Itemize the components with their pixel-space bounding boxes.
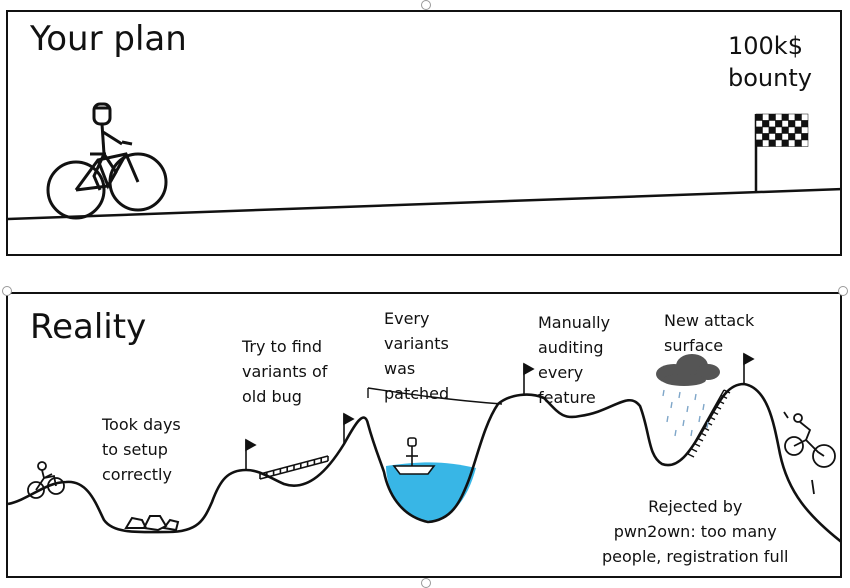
scan-mark [838, 286, 848, 296]
reality-title: Reality [30, 307, 147, 347]
rope-line [367, 387, 503, 405]
stage-setup-label: Took days to setup correctly [102, 415, 181, 484]
summit-flag-icon [245, 438, 257, 470]
rain-drop [702, 403, 705, 411]
cyclist-icon [46, 102, 168, 220]
stage-variants-label: Try to find variants of old bug [242, 337, 328, 406]
rain-drop [694, 393, 697, 401]
summit-flag-icon [523, 362, 535, 394]
rain-drop [678, 391, 681, 399]
stage-attack-surface-label: New attack surface [664, 311, 755, 355]
rain-drop [686, 405, 689, 413]
rain-drop [682, 419, 685, 427]
stage-patched-label: Every variants was patched [384, 309, 450, 403]
plan-panel: Your plan 100k$ bounty [6, 10, 842, 256]
boat-icon [392, 437, 436, 475]
summit-flag-icon [743, 352, 755, 384]
stage-auditing-label: Manually auditing every feature [538, 313, 611, 407]
plan-title: Your plan [30, 19, 187, 59]
scan-mark [2, 286, 12, 296]
ladder-icon [687, 389, 731, 458]
rope-bridge-icon [259, 455, 329, 480]
rain-drop [706, 421, 709, 429]
plan-drawing [8, 102, 840, 221]
rain-cloud-icon [656, 354, 720, 386]
rain-drop [698, 415, 701, 423]
plan-road [8, 187, 840, 221]
rain-drop [662, 389, 665, 397]
rain-drop [670, 401, 673, 409]
checkered-flag-icon [754, 113, 809, 192]
water-pool [386, 462, 476, 521]
summit-flag-icon [343, 412, 355, 444]
rain-drop [690, 429, 693, 437]
reality-panel: Reality [6, 292, 842, 578]
scan-mark [421, 578, 431, 588]
small-cyclist-icon [27, 461, 65, 499]
reality-drawing [8, 352, 840, 543]
rain-drop [674, 429, 677, 437]
scan-mark [421, 0, 431, 10]
crashed-cyclist-icon [783, 411, 836, 495]
rain-drop [666, 415, 669, 423]
bounty-label: 100k$ bounty [728, 32, 812, 92]
stage-rejected-label: Rejected by pwn2own: too many people, re… [602, 497, 789, 566]
rocks-icon [124, 515, 180, 532]
